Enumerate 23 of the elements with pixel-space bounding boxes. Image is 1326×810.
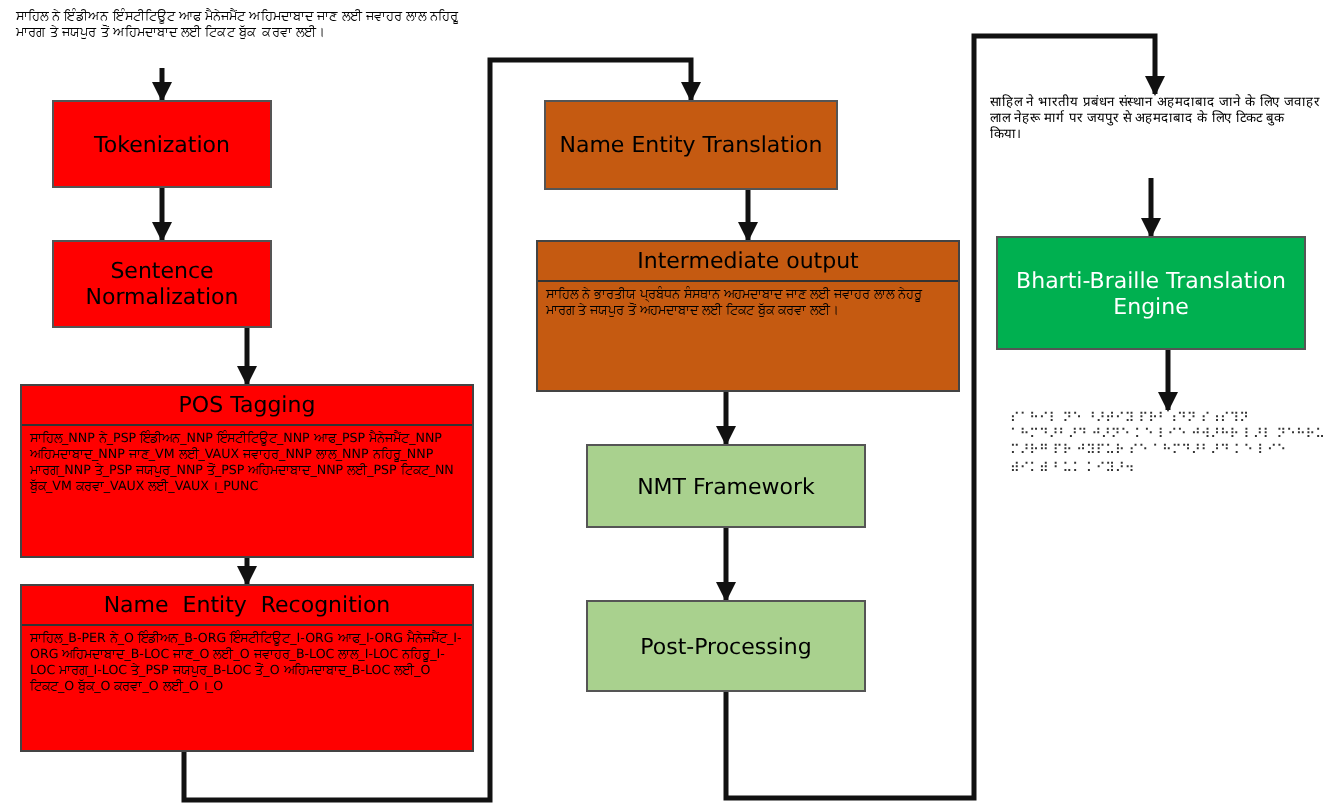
process-box: NMT Framework [586, 444, 866, 528]
arrow [738, 190, 758, 242]
arrow [716, 528, 736, 602]
arrow [181, 57, 701, 803]
process-box: Bharti-Braille Translation Engine [996, 236, 1306, 350]
arrow [152, 188, 172, 242]
process-box [20, 584, 474, 752]
box-heading: Name Entity Recognition [22, 586, 472, 626]
arrow [1158, 350, 1178, 412]
arrow [237, 558, 257, 586]
arrow [237, 328, 257, 386]
arrow [723, 33, 1165, 801]
arrow [152, 68, 172, 102]
arrow [716, 392, 736, 446]
process-box: Post-Processing [586, 600, 866, 692]
process-box: Tokenization [52, 100, 272, 188]
process-box: Sentence Normalization [52, 240, 272, 328]
process-box [536, 240, 960, 392]
process-box [20, 384, 474, 558]
box-heading: POS Tagging [22, 386, 472, 426]
arrow [1141, 178, 1161, 238]
box-heading: Intermediate output [538, 242, 958, 282]
process-box: Name Entity Translation [544, 100, 838, 190]
